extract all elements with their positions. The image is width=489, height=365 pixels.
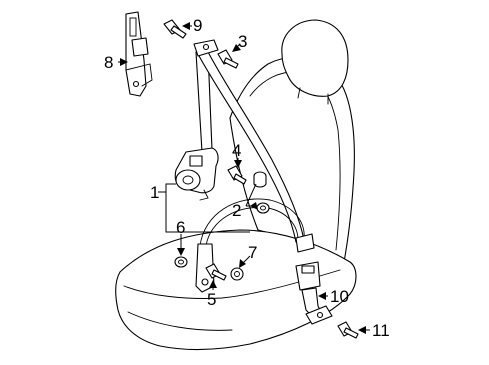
headrest <box>281 19 349 97</box>
lower-anchor-plate <box>195 243 215 293</box>
callout-3: 3 <box>238 32 247 51</box>
bolt-11 <box>337 321 359 339</box>
callout-4: 4 <box>232 141 241 160</box>
callout-5: 5 <box>207 290 216 309</box>
callout-2: 2 <box>232 201 241 220</box>
callout-7: 7 <box>248 243 257 262</box>
callout-10: 10 <box>330 287 349 306</box>
seat-back-seam <box>249 71 341 251</box>
seat-cushion <box>115 229 357 351</box>
headrest-post <box>297 87 301 99</box>
callout-11: 11 <box>372 321 390 340</box>
bolt-4 <box>227 165 247 185</box>
height-adjuster-bracket <box>125 63 153 87</box>
retractor-label <box>189 155 203 167</box>
callout-8: 8 <box>104 53 113 72</box>
leader-lines <box>118 22 370 334</box>
retractor-spool-hub <box>182 175 194 185</box>
retractor-spool <box>175 169 201 191</box>
retractor-assembly <box>174 147 219 201</box>
latch-plate <box>295 233 315 253</box>
bolt-3 <box>217 49 239 69</box>
spacer-2-upper <box>253 171 267 188</box>
washer-7 <box>230 267 244 281</box>
cushion-side-seam <box>127 311 233 331</box>
height-adjuster-slider <box>131 37 149 57</box>
washer-6-hole <box>178 259 184 265</box>
shoulder-webbing-diagonal <box>197 47 305 243</box>
bolt-5 <box>205 263 227 281</box>
callout-6: 6 <box>176 218 185 237</box>
height-adjuster-slot <box>129 17 137 37</box>
lap-belt-loop-outer <box>199 198 305 247</box>
buckle-release-button <box>301 265 315 274</box>
washer-6 <box>174 256 188 268</box>
washer-7-hole <box>234 271 240 277</box>
callout-9: 9 <box>193 16 202 35</box>
lower-anchor-hole <box>201 278 209 286</box>
height-adjuster-bolt-hole <box>132 80 140 88</box>
buckle-anchor-hole <box>316 311 324 319</box>
callout-1: 1 <box>150 183 159 202</box>
height-adjuster <box>125 11 153 97</box>
washer-2-lower <box>256 202 270 214</box>
bolt-9 <box>163 19 187 39</box>
washer-2-lower-hole <box>260 205 266 211</box>
callout-labels: 9 3 8 4 1 2 6 7 5 10 11 <box>104 16 390 340</box>
d-ring-hole <box>202 43 210 51</box>
retractor-bracket <box>199 189 209 201</box>
buckle-stalk-assembly <box>295 261 333 325</box>
lower-anchor <box>195 243 215 293</box>
